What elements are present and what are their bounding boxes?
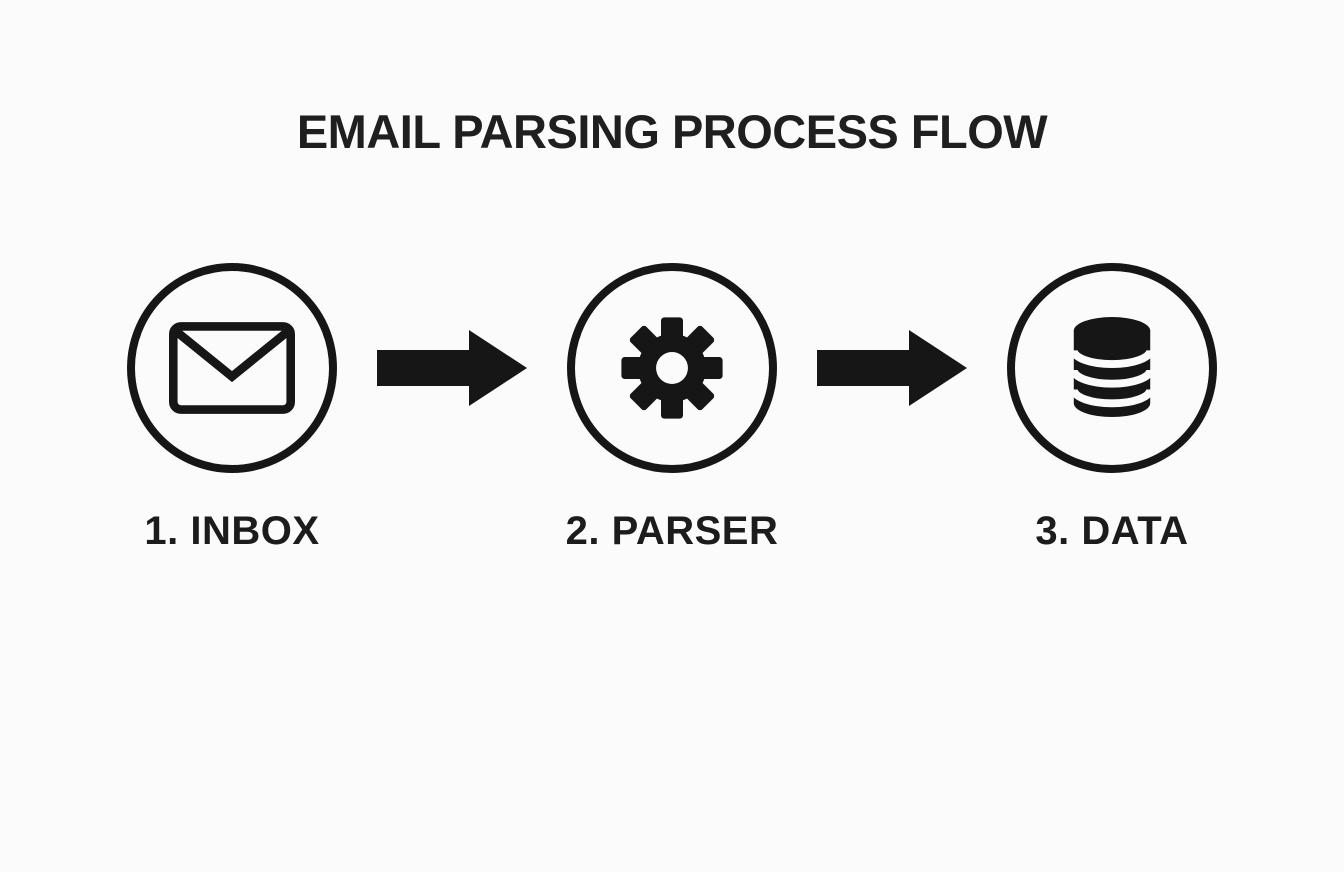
arrow-right-icon — [817, 330, 967, 406]
flow-row: 1. INBOX — [0, 263, 1344, 554]
arrow-right-icon — [377, 330, 527, 406]
node-label-data: 3. DATA — [1035, 509, 1189, 553]
node-label-inbox: 1. INBOX — [144, 509, 320, 553]
node-label-parser: 2. PARSER — [565, 509, 779, 553]
flow-node-parser: 2. PARSER — [565, 263, 779, 554]
node-circle — [567, 263, 777, 473]
node-circle — [1007, 263, 1217, 473]
envelope-icon — [169, 322, 295, 414]
gear-icon — [621, 317, 723, 419]
diagram-canvas: EMAIL PARSING PROCESS FLOW 1. INBOX — [0, 104, 1344, 872]
diagram-title: EMAIL PARSING PROCESS FLOW — [296, 105, 1048, 158]
node-circle — [127, 263, 337, 473]
database-icon — [1069, 317, 1155, 417]
flow-node-data: 3. DATA — [1005, 263, 1219, 554]
flow-node-inbox: 1. INBOX — [125, 263, 339, 554]
